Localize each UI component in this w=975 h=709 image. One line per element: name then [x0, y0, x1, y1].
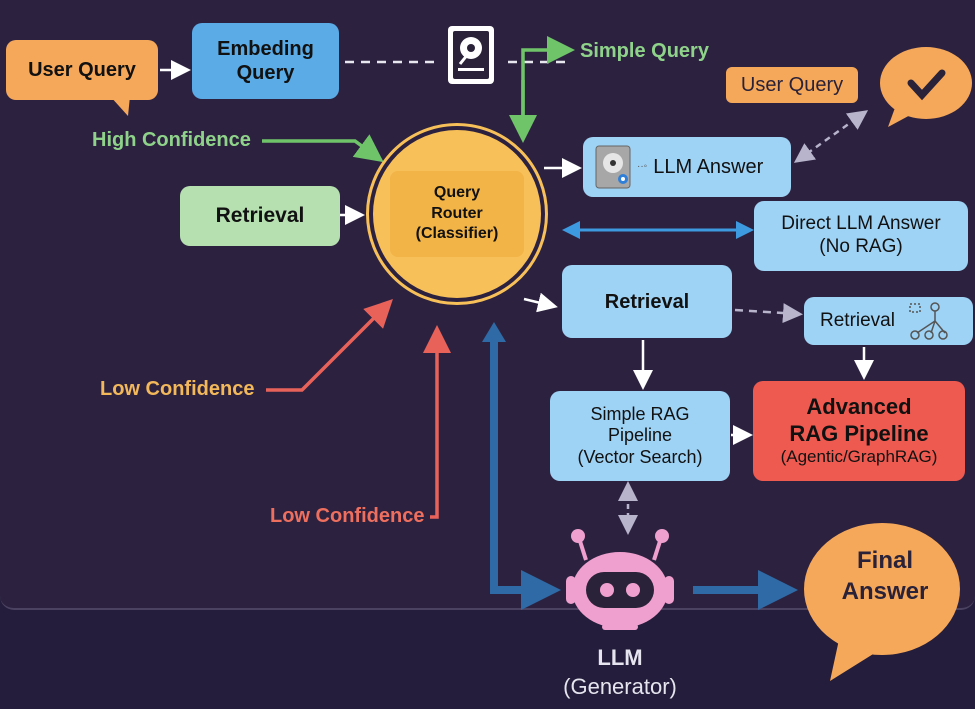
robot-icon	[566, 529, 674, 630]
direct-llm-answer-node[interactable]: Direct LLM Answer (No RAG)	[754, 201, 968, 271]
router-line-3: (Classifier)	[415, 225, 499, 243]
user-query-bubble-tail	[110, 96, 130, 116]
graph-tree-icon	[909, 302, 948, 340]
retrieval-main-node[interactable]: Retrieval	[562, 265, 732, 338]
embedding-query-node[interactable]: Embeding Query	[192, 23, 339, 99]
final-line-1: Final	[856, 547, 913, 574]
simple-rag-line-2: Pipeline	[607, 425, 673, 446]
advanced-line-2: RAG Pipeline	[789, 420, 929, 446]
router-circle: Query Router (Classifier)	[373, 130, 541, 298]
llm-line-1: LLM	[597, 645, 643, 670]
direct-line-1: Direct LLM Answer	[781, 213, 941, 235]
hard-drive-icon	[448, 26, 494, 84]
simple-rag-line-3: (Vector Search)	[577, 446, 703, 467]
final-line-2: Answer	[841, 578, 929, 606]
advanced-rag-node[interactable]: Advanced RAG Pipeline (Agentic/GraphRAG)	[753, 381, 965, 481]
final-answer-bubble	[804, 523, 960, 681]
arrow-low-confidence-2	[423, 325, 451, 519]
simple-query-label: Simple Query	[580, 40, 709, 62]
hard-drive-icon	[595, 145, 631, 189]
arrow-low-confidence-1	[266, 299, 393, 392]
user-query-label: User Query	[28, 59, 136, 81]
retrieval-left-node[interactable]: Retrieval	[180, 186, 340, 246]
query-router-node[interactable]: Query Router (Classifier)	[366, 123, 548, 305]
arrow-router-to-retrieval	[523, 292, 558, 313]
arrow-high-confidence	[262, 134, 384, 163]
connector-dots: ··◦	[637, 161, 648, 172]
final-answer-label[interactable]: Final Answer	[810, 545, 960, 607]
llm-generator-label: LLM (Generator)	[540, 644, 700, 701]
user-query-tag-label: User Query	[740, 74, 844, 96]
arrow-router-to-llm-generator	[490, 338, 561, 610]
retrieval-left-label: Retrieval	[215, 204, 305, 228]
user-query-tag[interactable]: User Query	[726, 67, 858, 103]
checkmark-icon	[880, 47, 972, 127]
dashed-retrieval-to-graph	[734, 303, 803, 324]
arrow-llm-to-router-head	[482, 322, 506, 342]
advanced-line-1: Advanced	[806, 394, 912, 420]
router-line-1: Query	[433, 183, 481, 201]
user-query-bubble[interactable]: User Query	[6, 40, 158, 100]
llm-answer-label: LLM Answer	[653, 156, 764, 178]
high-confidence-label: High Confidence	[92, 129, 251, 151]
retrieval-main-label: Retrieval	[604, 290, 690, 313]
embedding-line-1: Embeding	[217, 38, 314, 60]
retrieval-graph-label: Retrieval	[820, 309, 895, 331]
low-confidence-label-2: Low Confidence	[270, 505, 425, 527]
simple-rag-line-1: Simple RAG	[590, 403, 690, 424]
low-confidence-label-1: Low Confidence	[100, 378, 255, 400]
llm-line-2: (Generator)	[563, 673, 677, 699]
direct-line-2: (No RAG)	[819, 236, 903, 257]
simple-rag-node[interactable]: Simple RAG Pipeline (Vector Search)	[550, 391, 730, 481]
embedding-line-2: Query	[236, 62, 295, 84]
router-label-box: Query Router (Classifier)	[390, 171, 524, 257]
dashed-llm-answer-to-check	[793, 110, 869, 163]
router-line-2: Router	[431, 204, 483, 222]
advanced-line-3: (Agentic/GraphRAG)	[780, 447, 938, 467]
llm-answer-node[interactable]: ··◦ LLM Answer	[583, 137, 791, 197]
retrieval-graph-node[interactable]: Retrieval	[804, 297, 973, 345]
